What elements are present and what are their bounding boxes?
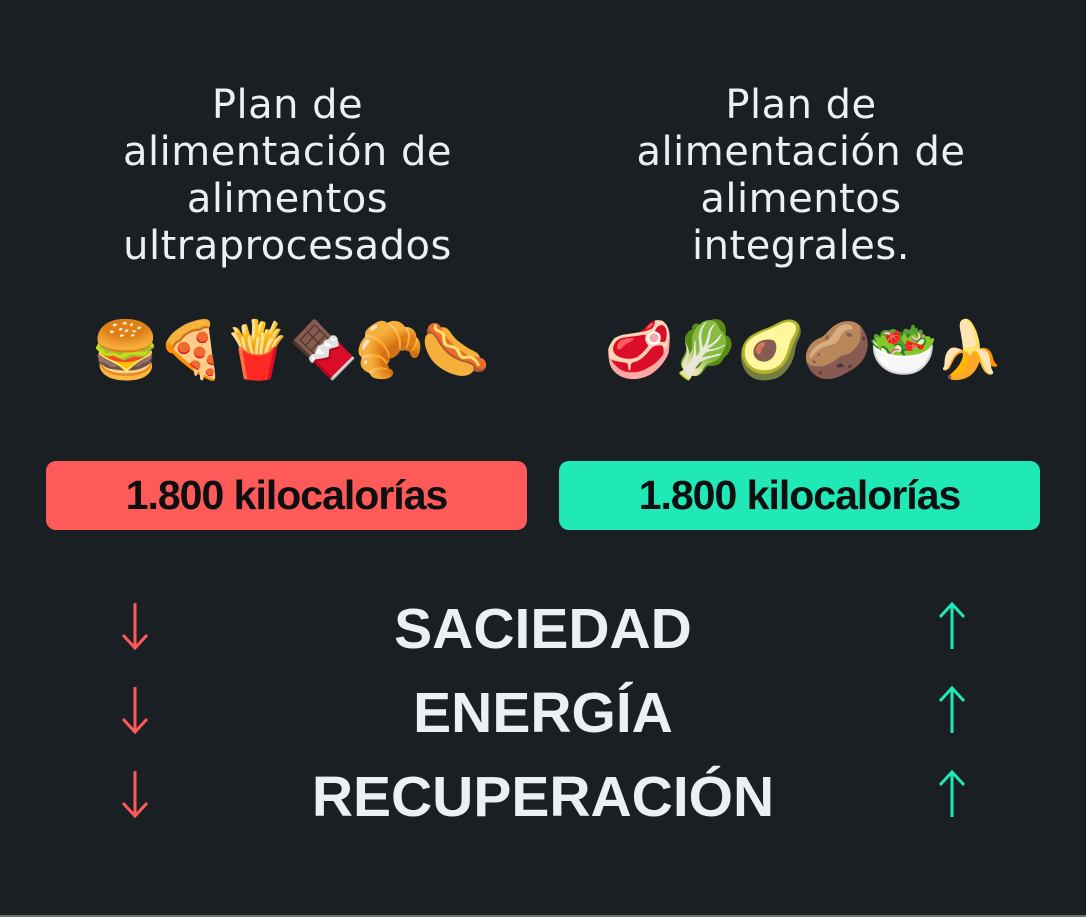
title-line: Plan de — [725, 82, 877, 128]
metric-row-saciedad: SACIEDAD — [0, 587, 1086, 671]
pizza-icon: 🍕 — [156, 318, 227, 383]
right-calories-badge: 1.800 kilocalorías — [559, 461, 1040, 530]
croissant-icon: 🥐 — [354, 318, 425, 383]
french-fries-icon: 🍟 — [222, 318, 293, 383]
title-line: alimentos — [700, 176, 902, 222]
avocado-icon: 🥑 — [736, 318, 806, 383]
whole-foods-emoji-row: 🥩 🥬 🥑 🥔 🥗 🍌 — [556, 316, 1046, 386]
arrow-up-icon — [938, 769, 966, 817]
right-plan-column: Plan de alimentación de alimentos integr… — [556, 82, 1046, 270]
left-plan-title: Plan de alimentación de alimentos ultrap… — [40, 82, 535, 270]
title-line: integrales. — [692, 223, 910, 269]
arrow-up-icon — [938, 685, 966, 733]
ultraprocessed-foods-emoji-row: 🍔 🍕 🍟 🍫 🥐 🌭 — [40, 316, 535, 386]
chocolate-bar-icon: 🍫 — [288, 318, 359, 383]
arrow-up-icon — [938, 601, 966, 649]
metric-label: SACIEDAD — [394, 597, 692, 661]
title-line: alimentación de — [122, 129, 452, 175]
left-plan-column: Plan de alimentación de alimentos ultrap… — [40, 82, 535, 270]
left-calories-badge: 1.800 kilocalorías — [46, 461, 527, 530]
title-line: alimentación de — [636, 129, 966, 175]
steak-icon: 🥩 — [604, 318, 674, 383]
metric-row-recuperacion: RECUPERACIÓN — [0, 755, 1086, 839]
salad-icon: 🥗 — [868, 318, 938, 383]
title-line: ultraprocesados — [123, 223, 452, 269]
metric-label: RECUPERACIÓN — [311, 765, 775, 829]
arrow-down-icon — [121, 687, 149, 735]
bottom-divider — [0, 915, 1086, 917]
potato-icon: 🥔 — [802, 318, 872, 383]
arrow-down-icon — [121, 771, 149, 819]
arrow-down-icon — [121, 603, 149, 651]
title-line: alimentos — [186, 176, 389, 222]
right-plan-title: Plan de alimentación de alimentos integr… — [556, 82, 1046, 270]
metric-row-energia: ENERGÍA — [0, 671, 1086, 755]
hamburger-icon: 🍔 — [90, 318, 161, 383]
hot-dog-icon: 🌭 — [420, 318, 491, 383]
metric-label: ENERGÍA — [413, 681, 673, 745]
title-line: Plan de — [211, 82, 364, 128]
leafy-green-icon: 🥬 — [670, 318, 740, 383]
banana-icon: 🍌 — [934, 318, 1004, 383]
